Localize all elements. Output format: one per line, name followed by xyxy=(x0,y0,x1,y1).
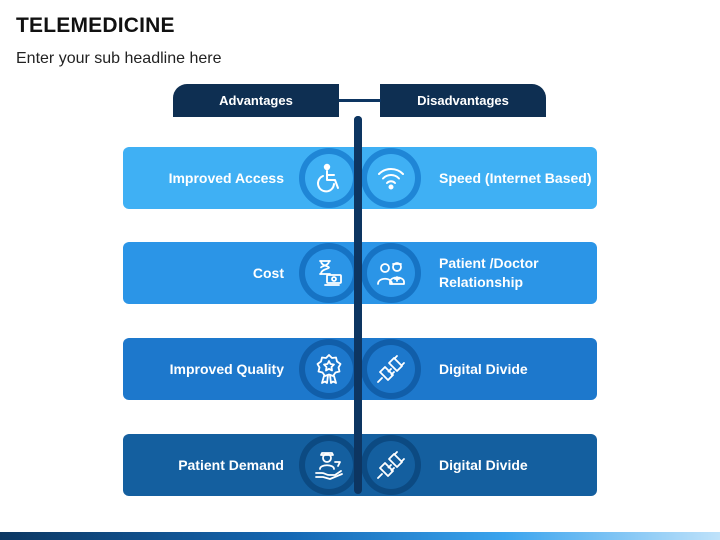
patient-doctor-icon xyxy=(377,262,405,285)
footer-gradient-bar xyxy=(0,532,720,540)
disadvantage-icon-circle xyxy=(361,339,421,399)
advantage-label: Patient Demand xyxy=(178,456,284,473)
disadvantage-label: Patient /Doctor Relationship xyxy=(439,255,539,290)
advantage-icon-circle xyxy=(299,148,359,208)
advantage-label: Improved Quality xyxy=(169,360,284,377)
advantage-label: Improved Access xyxy=(168,169,284,186)
comparison-row: Improved Access Speed (Internet Based) xyxy=(123,147,597,209)
disadvantage-label: Digital Divide xyxy=(439,360,528,377)
comparison-row: Patient Demand Digital Divide xyxy=(123,434,597,496)
advantage-icon-circle xyxy=(299,435,359,495)
disadvantage-label: Digital Divide xyxy=(439,456,528,473)
advantages-header: Advantages xyxy=(173,84,339,117)
disadvantage-label: Speed (Internet Based) xyxy=(439,169,592,186)
disadvantage-icon-circle xyxy=(361,148,421,208)
advantage-label: Cost xyxy=(252,264,284,281)
header-connector xyxy=(339,99,381,102)
patient-hand-icon xyxy=(315,452,343,480)
wifi-icon xyxy=(378,168,404,190)
disadvantage-icon-circle xyxy=(361,243,421,303)
award-badge-icon xyxy=(316,354,342,384)
comparison-row: Improved Quality Digital Divide xyxy=(123,338,597,400)
comparison-row: Cost Patient /Doctor Relationship xyxy=(123,242,597,304)
plug-connector-icon xyxy=(377,451,405,479)
slide-title: TELEMEDICINE xyxy=(16,14,175,37)
disadvantage-icon-circle xyxy=(361,435,421,495)
center-spine-overlay xyxy=(354,116,362,494)
money-hourglass-icon xyxy=(319,260,342,286)
advantage-icon-circle xyxy=(299,339,359,399)
advantage-icon-circle xyxy=(299,243,359,303)
plug-connector-icon xyxy=(377,355,405,383)
disadvantages-header: Disadvantages xyxy=(380,84,546,117)
wheelchair-icon xyxy=(317,163,339,193)
slide-subtitle: Enter your sub headline here xyxy=(16,50,222,67)
